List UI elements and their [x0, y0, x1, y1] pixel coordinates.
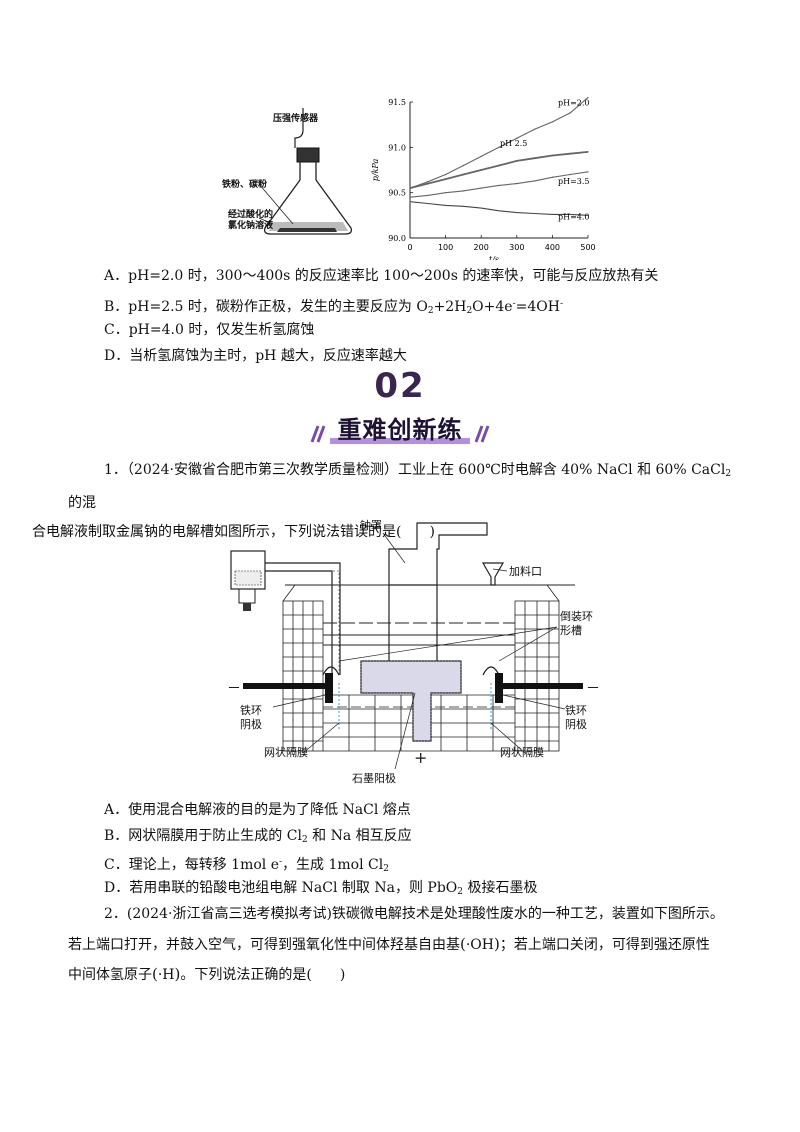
- q1-option-b: B．网状隔膜用于防止生成的 Cl2 和 Na 相互反应: [104, 828, 412, 845]
- x-tick-label: 500: [580, 243, 595, 252]
- data-point: [569, 173, 571, 176]
- data-point: [498, 146, 500, 148]
- x-tick-label: 100: [438, 243, 453, 252]
- label-feed-port: 加料口: [509, 565, 542, 578]
- data-point: [498, 164, 500, 167]
- label-iron-cathode-left-2: 阴极: [240, 718, 262, 731]
- prev-option-b: B．pH=2.5 时，碳粉作正极，发生的主要反应为 O2+2H2O+4e-=4O…: [104, 299, 563, 316]
- prev-option-a: A．pH=2.0 时，300～400s 的反应速率比 100～200s 的速率快…: [104, 268, 659, 284]
- data-point: [516, 160, 518, 162]
- q1-option-a: A．使用混合电解液的目的是为了降低 NaCl 熔点: [104, 802, 411, 818]
- data-point: [427, 202, 429, 205]
- data-point: [498, 210, 500, 212]
- series-label: pH=2.0: [558, 98, 590, 107]
- data-point: [480, 187, 482, 189]
- label-bell-jar: 钟罩: [360, 519, 382, 532]
- question-1-stem: 1．（2024·安徽省合肥市第三次教学质量检测）工业上在 600℃时电解含 40…: [32, 462, 732, 540]
- solution-label-2: 氯化钠溶液: [228, 221, 274, 231]
- flask-figure: [258, 108, 353, 235]
- q1-option-d: D．若用串联的铅酸电池组电解 NaCl 制取 Na，则 PbO2 极接石墨极: [104, 880, 538, 897]
- plus-sign: +: [414, 748, 428, 767]
- y-tick-label: 91.0: [388, 143, 406, 152]
- label-iron-cathode-right-1: 铁环: [565, 704, 587, 717]
- data-point: [462, 164, 464, 167]
- data-point: [516, 183, 518, 185]
- data-point: [480, 169, 482, 171]
- data-point: [569, 213, 571, 216]
- section-number: 02: [374, 366, 426, 406]
- data-point: [498, 184, 500, 187]
- data-point: [551, 213, 553, 216]
- question-2-line-2: 若上端口打开，并鼓入空气，可得到强氧化性中间体羟基自由基(·OH)；若上端口关闭…: [68, 935, 710, 953]
- data-point: [427, 194, 429, 196]
- label-ring-groove-1: 倒装环: [560, 610, 593, 623]
- data-point: [445, 173, 447, 176]
- x-tick-label: 300: [509, 243, 524, 252]
- section-title: 重难创新练: [337, 416, 463, 444]
- data-point: [587, 171, 589, 173]
- data-point: [551, 121, 553, 123]
- data-point: [409, 187, 411, 189]
- label-mesh-left: 网状隔膜: [264, 746, 308, 759]
- y-axis-label: p/kPa: [371, 159, 380, 182]
- data-point: [534, 212, 536, 215]
- data-point: [409, 201, 411, 203]
- data-point: [569, 112, 571, 114]
- label-ring-groove-2: 形槽: [560, 624, 582, 637]
- powder-label: 铁粉、碳粉: [222, 180, 268, 190]
- series-label: pH=4.0: [558, 212, 590, 221]
- solution-label-1: 经过酸化的: [228, 210, 274, 220]
- y-tick-label: 91.5: [388, 98, 406, 107]
- electrolytic-cell-diagram: [230, 522, 583, 770]
- prev-option-d: D．当析氢腐蚀为主时，pH 越大，反应速率越大: [104, 348, 407, 364]
- data-point: [551, 154, 553, 157]
- y-tick-label: 90.0: [388, 234, 406, 243]
- sensor-label: 压强传感器: [273, 114, 319, 124]
- x-tick-label: 0: [407, 243, 412, 252]
- minus-right: －: [586, 681, 600, 697]
- series-line: [409, 97, 589, 189]
- label-mesh-right: 网状隔膜: [500, 746, 544, 759]
- data-point: [480, 155, 482, 157]
- section-title-decoration: [310, 425, 490, 444]
- prev-option-c: C．pH=4.0 时，仅发生析氢腐蚀: [104, 322, 315, 338]
- data-point: [462, 205, 464, 207]
- x-tick-label: 400: [545, 243, 560, 252]
- data-point: [516, 212, 518, 214]
- series-label: pH=3.5: [558, 177, 590, 186]
- label-iron-cathode-left-1: 铁环: [240, 704, 262, 717]
- data-point: [445, 204, 447, 206]
- data-point: [427, 181, 429, 183]
- data-point: [462, 190, 464, 192]
- minus-left: －: [227, 681, 241, 697]
- question-2-line-1: 2．(2024·浙江省高三选考模拟考试)铁碳微电解技术是处理酸性废水的一种工艺，…: [104, 906, 724, 922]
- data-point: [551, 176, 553, 178]
- y-tick-label: 90.5: [388, 189, 406, 198]
- data-point: [462, 173, 464, 176]
- label-iron-cathode-right-2: 阴极: [565, 718, 587, 731]
- data-point: [534, 128, 536, 130]
- data-point: [409, 196, 411, 198]
- data-point: [587, 96, 589, 99]
- data-point: [445, 178, 447, 180]
- x-axis-label: t/s: [489, 255, 499, 260]
- data-point: [534, 180, 536, 182]
- data-point: [587, 214, 589, 216]
- data-point: [587, 151, 589, 153]
- data-point: [480, 207, 482, 209]
- data-point: [445, 192, 447, 194]
- q1-option-c: C．理论上，每转移 1mol e-，生成 1mol Cl2: [104, 857, 389, 874]
- x-tick-label: 200: [474, 243, 489, 252]
- data-point: [427, 183, 429, 185]
- question-2-line-3: 中间体氢原子(·H)。下列说法正确的是( ): [68, 965, 346, 983]
- pressure-chart: 0 100 200 300 400 500 90.0 90.5 91.0 91.5 t/s p/kPa…: [371, 96, 596, 260]
- data-point: [516, 137, 518, 139]
- data-point: [534, 157, 536, 159]
- series-label: pH 2.5: [500, 139, 527, 148]
- label-graphite-anode: 石墨阳极: [352, 772, 396, 785]
- data-point: [569, 153, 571, 155]
